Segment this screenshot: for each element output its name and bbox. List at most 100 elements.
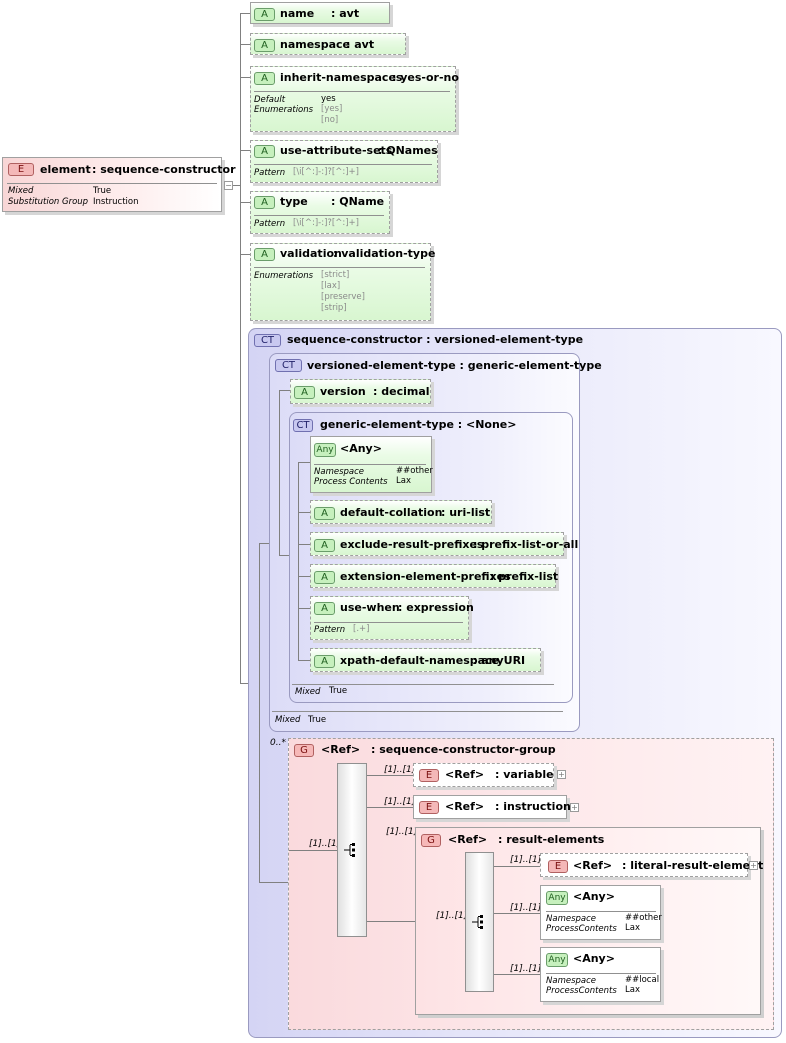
default-value: yes [321,94,336,104]
pattern-value: [\i[^:]-:]?[^:]+] [293,167,359,177]
prop-value: Lax [625,985,640,995]
root-element-box[interactable]: E element : sequence-constructor Mixed T… [2,157,236,212]
prop-label: Namespace [314,467,365,477]
element-ref: <Ref> [573,859,613,872]
attribute-type: : anyURI [473,654,526,667]
choice-compositor[interactable] [465,852,494,992]
expand-icon[interactable]: + [749,861,758,870]
attribute-icon: A [294,386,315,399]
group-type: : result-elements [498,833,605,846]
attribute-extension-element-prefixes[interactable]: A extension-element-prefixes : prefix-li… [310,564,558,588]
pattern-label: Pattern [254,219,286,229]
attribute-label: validation [280,247,342,260]
prop-label: ProcessContents [546,986,617,996]
choice-icon [472,915,483,929]
choice-compositor[interactable] [337,763,367,937]
mixed-value: True [308,715,327,725]
prop-value: Lax [625,923,640,933]
expand-icon[interactable]: + [557,770,566,779]
attribute-type: : expression [398,601,474,614]
prop-label: ProcessContents [546,924,617,934]
root-element-type: : sequence-constructor [92,163,236,176]
group-icon: G [294,744,314,757]
attribute-icon: A [254,145,275,158]
choice-icon [344,843,355,857]
attribute-label: name [280,7,315,20]
choice-cardinality: [1]..[1] [436,911,468,921]
enum-value: [strict] [321,270,350,280]
element-ref-literal-result-element[interactable]: E <Ref> : literal-result-element [540,853,763,877]
group-icon: G [421,834,441,847]
any-icon: Any [314,443,336,457]
complex-type-title: sequence-constructor : versioned-element… [287,333,584,346]
attribute-type: : yes-or-no [392,71,459,84]
attribute-exclude-result-prefixes[interactable]: A exclude-result-prefixes : prefix-list-… [310,532,578,556]
complex-type-icon: CT [254,334,281,347]
prop-label: Namespace [546,976,597,986]
attribute-label: use-attribute-sets [280,144,393,157]
complex-type-icon: CT [293,419,313,432]
complex-type-title: generic-element-type : <None> [320,418,517,431]
prop-value: ##local [625,975,660,985]
attribute-default-collation[interactable]: A default-collation : uri-list [310,500,492,524]
choice-cardinality: [1]..[1] [309,839,341,849]
attribute-use-attribute-sets[interactable]: A use-attribute-sets : QNames Pattern [\… [250,140,438,183]
element-ref-variable[interactable]: E <Ref> : variable [413,763,554,787]
element-icon: E [419,801,439,814]
attribute-use-when[interactable]: A use-when : expression Pattern [.+] [310,596,474,640]
result-elements-cardinality: [1]..[1] [386,827,418,837]
attribute-icon: A [314,539,335,552]
pattern-value: [.+] [353,624,370,634]
attribute-inherit-namespaces[interactable]: A inherit-namespaces : yes-or-no Default… [250,66,459,132]
attribute-type[interactable]: A type : QName Pattern [\i[^:]-:]?[^:]+] [250,191,390,234]
element-icon: E [548,860,568,873]
any-cardinality: [1]..[1] [510,964,542,974]
pattern-value: [\i[^:]-:]?[^:]+] [293,218,359,228]
attribute-label: default-collation [340,506,443,519]
any-attribute[interactable]: Any <Any> Namespace ##other Process Cont… [310,436,433,493]
default-label: Default [254,95,286,105]
literal-cardinality: [1]..[1] [510,855,542,865]
any-label: <Any> [340,442,382,455]
enum-value: [lax] [321,281,341,291]
attribute-version[interactable]: A version : decimal [290,379,431,404]
element-icon: E [419,769,439,782]
prop-label: Mixed [8,186,34,196]
attribute-icon: A [314,602,335,615]
instruction-cardinality: [1]..[1] [384,797,416,807]
prop-label: Namespace [546,914,597,924]
any-element-other[interactable]: Any <Any> Namespace ##other ProcessConte… [540,885,662,940]
any-icon: Any [546,953,568,967]
prop-value: ##other [625,913,662,923]
enumerations-label: Enumerations [254,271,314,281]
mixed-value: True [329,686,348,696]
attribute-icon: A [254,248,275,261]
attribute-type-value: : QName [331,195,385,208]
attribute-icon: A [254,72,275,85]
element-ref-instruction[interactable]: E <Ref> : instruction [413,795,571,819]
group-cardinality: 0..* [270,738,286,748]
collapse-toggle-icon[interactable]: − [224,181,233,190]
attribute-namespace[interactable]: A namespace : avt [250,33,406,55]
expand-icon[interactable]: + [570,803,579,812]
any-label: <Any> [573,952,615,965]
attribute-validation[interactable]: A validation : validation-type Enumerati… [250,243,435,321]
variable-cardinality: [1]..[1] [384,765,416,775]
element-ref: <Ref> [445,800,485,813]
prop-value: ##other [396,466,433,476]
any-element-local[interactable]: Any <Any> Namespace ##local ProcessConte… [540,947,661,1002]
attribute-type: : avt [346,38,375,51]
attribute-type: : validation-type [333,247,436,260]
attribute-xpath-default-namespace[interactable]: A xpath-default-namespace : anyURI [310,648,541,672]
pattern-label: Pattern [254,168,286,178]
attribute-name[interactable]: A name : avt [250,2,390,24]
attribute-icon: A [314,571,335,584]
attribute-icon: A [314,655,335,668]
any-icon: Any [546,891,568,905]
attribute-type: : avt [331,7,360,20]
any-label: <Any> [573,890,615,903]
group-ref: <Ref> [321,743,361,756]
attribute-icon: A [254,39,275,52]
mixed-label: Mixed [275,715,301,725]
prop-value: Lax [396,476,411,486]
